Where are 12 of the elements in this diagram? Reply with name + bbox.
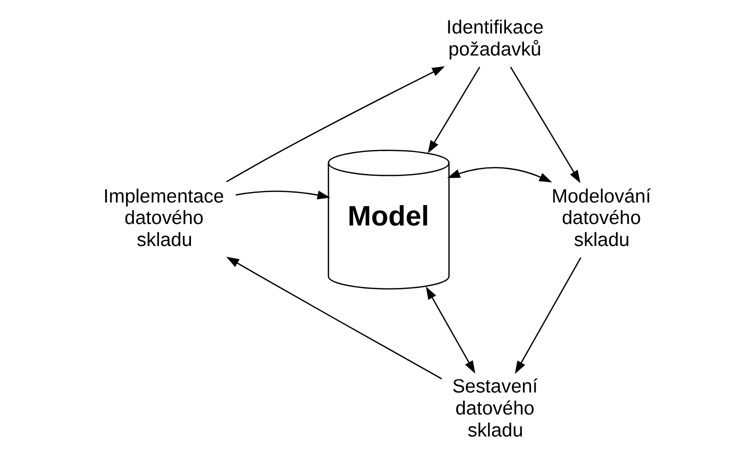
- arrow: [226, 66, 445, 182]
- arrow: [428, 66, 480, 154]
- node-text: Implementace datového skladu: [103, 186, 224, 251]
- node-text: Identifikace požadavků: [446, 18, 544, 60]
- arrow: [236, 190, 330, 200]
- arrow: [226, 256, 442, 380]
- arrow: [510, 66, 580, 184]
- arrow: [426, 286, 476, 374]
- arrow: [447, 167, 552, 182]
- arrow: [514, 257, 582, 374]
- node-text: Modelování datového skladu: [552, 186, 651, 251]
- node-text: Sestavení datového skladu: [452, 376, 538, 442]
